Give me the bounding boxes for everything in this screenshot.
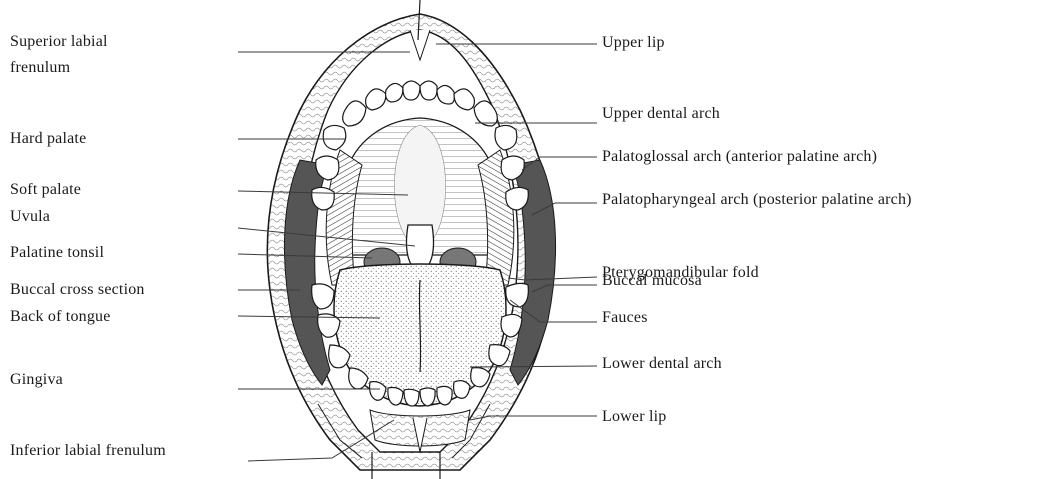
label-hard-palate: Hard palate (10, 129, 86, 149)
label-palatoglossal-arch: Palatoglossal arch (anterior palatine ar… (602, 147, 877, 167)
label-superior-labial-frenulum-line2: frenulum (10, 58, 70, 78)
label-inferior-labial-frenulum: Inferior labial frenulum (10, 441, 166, 461)
label-palatopharyngeal-arch: Palatopharyngeal arch (posterior palatin… (602, 190, 912, 210)
label-upper-lip: Upper lip (602, 33, 665, 53)
label-lower-dental-arch: Lower dental arch (602, 354, 722, 374)
label-buccal-mucosa: Buccal mucosa (602, 271, 702, 291)
label-soft-palate: Soft palate (10, 180, 81, 200)
label-gingiva: Gingiva (10, 370, 63, 390)
label-uvula: Uvula (10, 207, 50, 227)
label-upper-dental-arch: Upper dental arch (602, 104, 720, 124)
label-palatine-tonsil: Palatine tonsil (10, 243, 104, 263)
label-lower-lip: Lower lip (602, 407, 666, 427)
label-back-of-tongue: Back of tongue (10, 307, 111, 327)
label-buccal-cross-section: Buccal cross section (10, 280, 145, 300)
label-fauces: Fauces (602, 308, 648, 328)
label-superior-labial-frenulum-line1: Superior labial (10, 32, 108, 52)
